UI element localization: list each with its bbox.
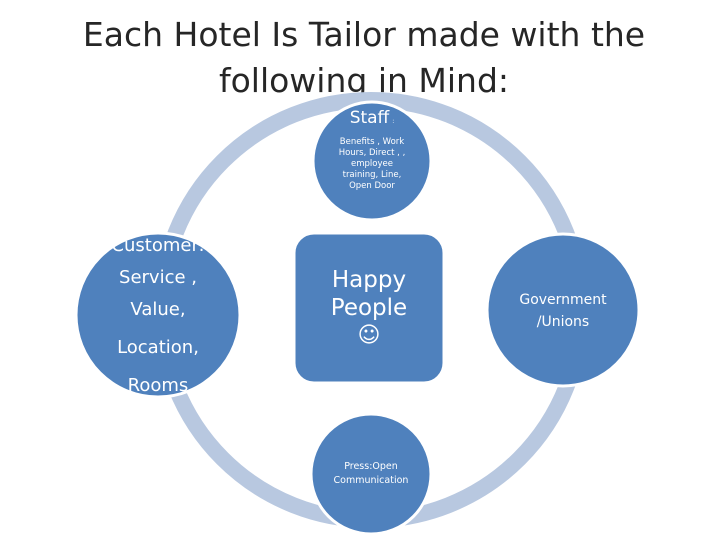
staff-label: Staff: Benefits , Work Hours, Direct , ,… (313, 106, 431, 210)
customer-line: Service , (119, 267, 197, 288)
slide-title: Each Hotel Is Tailor made with the follo… (0, 12, 728, 104)
staff-heading-suffix: : (392, 118, 395, 125)
staff-detail-line: Benefits , Work (339, 137, 405, 147)
center-label: Happy People ☺ (294, 258, 444, 358)
government-line: Government (519, 292, 607, 308)
government-label: Government /Unions (495, 285, 631, 337)
customer-label: Customer: Service , Value, Location, Roo… (82, 226, 234, 406)
staff-details: Benefits , Work Hours, Direct , , employ… (339, 137, 406, 192)
customer-line: Value, (130, 299, 186, 320)
customer-node (74, 231, 242, 399)
press-line: Press:Open (344, 461, 398, 472)
smiley-icon: ☺ (357, 323, 381, 348)
press-node (309, 412, 433, 536)
press-line: Communication (333, 475, 409, 486)
staff-heading-text: Staff (349, 108, 390, 128)
staff-detail-line: Open Door (349, 181, 395, 191)
government-node (485, 232, 641, 388)
center-line-1: Happy (331, 267, 407, 293)
title-line-1: Each Hotel Is Tailor made with the (82, 15, 646, 54)
staff-detail-line: training, Line, (342, 170, 402, 180)
press-label: Press:Open Communication (313, 456, 429, 492)
staff-detail-line: Hours, Direct , , (338, 148, 406, 158)
government-line: /Unions (536, 314, 590, 330)
staff-detail-line: employee (351, 159, 393, 169)
customer-line: Customer: (111, 235, 205, 256)
center-box (292, 231, 446, 385)
staff-heading: Staff: (350, 106, 395, 134)
customer-line: Rooms (127, 375, 189, 396)
customer-line: Location, (117, 337, 199, 358)
center-line-2: People (330, 295, 408, 321)
staff-node (311, 100, 433, 222)
